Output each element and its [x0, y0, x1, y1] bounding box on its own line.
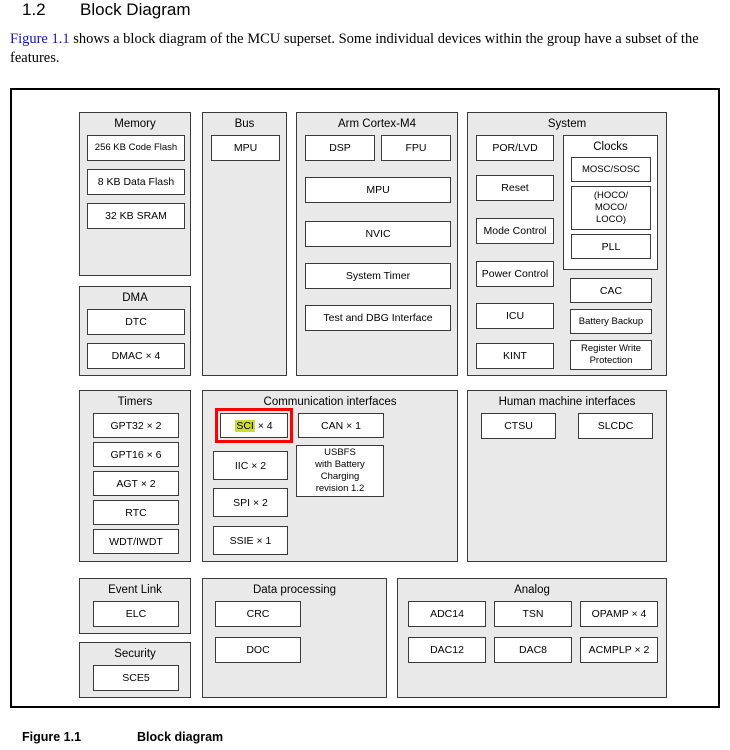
block-gpt32[interactable]: GPT32 × 2	[93, 413, 179, 438]
block-hoco-moco-loco[interactable]: (HOCO/ MOCO/ LOCO)	[571, 186, 651, 230]
block-battery-backup[interactable]: Battery Backup	[570, 309, 652, 334]
block-bus-mpu[interactable]: MPU	[211, 135, 280, 161]
panel-title-event-link: Event Link	[108, 584, 162, 596]
figure-caption-text: Block diagram	[137, 730, 224, 744]
block-opamp[interactable]: OPAMP × 4	[580, 601, 658, 627]
subpanel-clocks: Clocks MOSC/SOSC (HOCO/ MOCO/ LOCO) PLL	[563, 135, 658, 270]
block-elc[interactable]: ELC	[93, 601, 179, 627]
block-dtc[interactable]: DTC	[87, 309, 185, 335]
block-ctsu[interactable]: CTSU	[481, 413, 556, 439]
block-register-write-protection[interactable]: Register Write Protection	[570, 340, 652, 370]
block-pll[interactable]: PLL	[571, 234, 651, 259]
sci-count-text: × 4	[254, 419, 273, 432]
section-title: Block Diagram	[80, 0, 191, 19]
panel-analog: Analog ADC14 TSN OPAMP × 4 DAC12 DAC8 AC…	[397, 578, 667, 698]
block-cortex-mpu[interactable]: MPU	[305, 177, 451, 203]
block-diagram-figure: Memory 256 KB Code Flash 8 KB Data Flash…	[10, 88, 720, 708]
block-tsn[interactable]: TSN	[494, 601, 572, 627]
panel-memory: Memory 256 KB Code Flash 8 KB Data Flash…	[79, 112, 191, 276]
panel-bus: Bus MPU	[202, 112, 287, 376]
panel-title-data-processing: Data processing	[252, 584, 337, 596]
block-can[interactable]: CAN × 1	[298, 413, 384, 438]
block-data-flash[interactable]: 8 KB Data Flash	[87, 169, 185, 195]
panel-communication-interfaces: Communication interfaces SCI × 4 CAN × 1…	[202, 390, 458, 562]
block-wdt-iwdt[interactable]: WDT/IWDT	[93, 529, 179, 554]
block-icu[interactable]: ICU	[476, 303, 554, 329]
panel-arm-cortex-m4: Arm Cortex-M4 DSP FPU MPU NVIC System Ti…	[296, 112, 458, 376]
panel-security: Security SCE5	[79, 642, 191, 698]
panel-title-communication-interfaces: Communication interfaces	[263, 396, 397, 408]
block-nvic[interactable]: NVIC	[305, 221, 451, 247]
block-agt[interactable]: AGT × 2	[93, 471, 179, 496]
block-ssie[interactable]: SSIE × 1	[213, 526, 288, 555]
panel-title-memory: Memory	[114, 118, 156, 130]
block-kint[interactable]: KINT	[476, 343, 554, 369]
block-spi[interactable]: SPI × 2	[213, 488, 288, 517]
block-por-lvd[interactable]: POR/LVD	[476, 135, 554, 161]
panel-event-link: Event Link ELC	[79, 578, 191, 634]
block-gpt16[interactable]: GPT16 × 6	[93, 442, 179, 467]
sci-highlighted-text: SCI	[235, 419, 255, 432]
intro-paragraph: Figure 1.1 shows a block diagram of the …	[10, 30, 722, 68]
block-crc[interactable]: CRC	[215, 601, 301, 627]
panel-system: System POR/LVD Reset Mode Control Power …	[467, 112, 667, 376]
panel-dma: DMA DTC DMAC × 4	[79, 286, 191, 376]
intro-body-text: shows a block diagram of the MCU superse…	[10, 31, 699, 66]
block-adc14[interactable]: ADC14	[408, 601, 486, 627]
block-sram[interactable]: 32 KB SRAM	[87, 203, 185, 229]
figure-caption-number: Figure 1.1	[22, 730, 82, 744]
panel-title-timers: Timers	[117, 396, 153, 408]
block-reset[interactable]: Reset	[476, 175, 554, 201]
block-mosc-sosc[interactable]: MOSC/SOSC	[571, 157, 651, 182]
panel-title-arm-cortex-m4: Arm Cortex-M4	[338, 118, 416, 130]
block-test-dbg-interface[interactable]: Test and DBG Interface	[305, 305, 451, 331]
block-mode-control[interactable]: Mode Control	[476, 218, 554, 244]
panel-title-system: System	[547, 118, 587, 130]
panel-data-processing: Data processing CRC DOC	[202, 578, 387, 698]
panel-title-clocks: Clocks	[593, 141, 628, 153]
block-fpu[interactable]: FPU	[381, 135, 451, 161]
block-sce5[interactable]: SCE5	[93, 665, 179, 691]
panel-title-analog: Analog	[514, 584, 550, 596]
block-power-control[interactable]: Power Control	[476, 261, 554, 287]
block-cac[interactable]: CAC	[570, 278, 652, 303]
figure-cross-reference-link[interactable]: Figure 1.1	[10, 31, 70, 47]
block-rtc[interactable]: RTC	[93, 500, 179, 525]
section-heading: 1.2 Block Diagram	[22, 0, 712, 20]
block-iic[interactable]: IIC × 2	[213, 451, 288, 480]
block-dsp[interactable]: DSP	[305, 135, 375, 161]
block-dac12[interactable]: DAC12	[408, 637, 486, 663]
panel-human-machine-interfaces: Human machine interfaces CTSU SLCDC	[467, 390, 667, 562]
panel-title-security: Security	[114, 648, 156, 660]
panel-title-dma: DMA	[122, 292, 148, 304]
panel-timers: Timers GPT32 × 2 GPT16 × 6 AGT × 2 RTC W…	[79, 390, 191, 562]
section-number: 1.2	[22, 0, 46, 19]
block-dac8[interactable]: DAC8	[494, 637, 572, 663]
block-dmac[interactable]: DMAC × 4	[87, 343, 185, 369]
block-usbfs[interactable]: USBFS with Battery Charging revision 1.2	[296, 445, 384, 497]
block-acmplp[interactable]: ACMPLP × 2	[580, 637, 658, 663]
block-system-timer[interactable]: System Timer	[305, 263, 451, 289]
panel-title-human-machine-interfaces: Human machine interfaces	[498, 396, 636, 408]
figure-caption: Figure 1.1 Block diagram	[22, 730, 223, 744]
block-slcdc[interactable]: SLCDC	[578, 413, 653, 439]
block-doc[interactable]: DOC	[215, 637, 301, 663]
block-sci[interactable]: SCI × 4	[220, 413, 288, 438]
panel-title-bus: Bus	[234, 118, 255, 130]
block-code-flash[interactable]: 256 KB Code Flash	[87, 135, 185, 161]
